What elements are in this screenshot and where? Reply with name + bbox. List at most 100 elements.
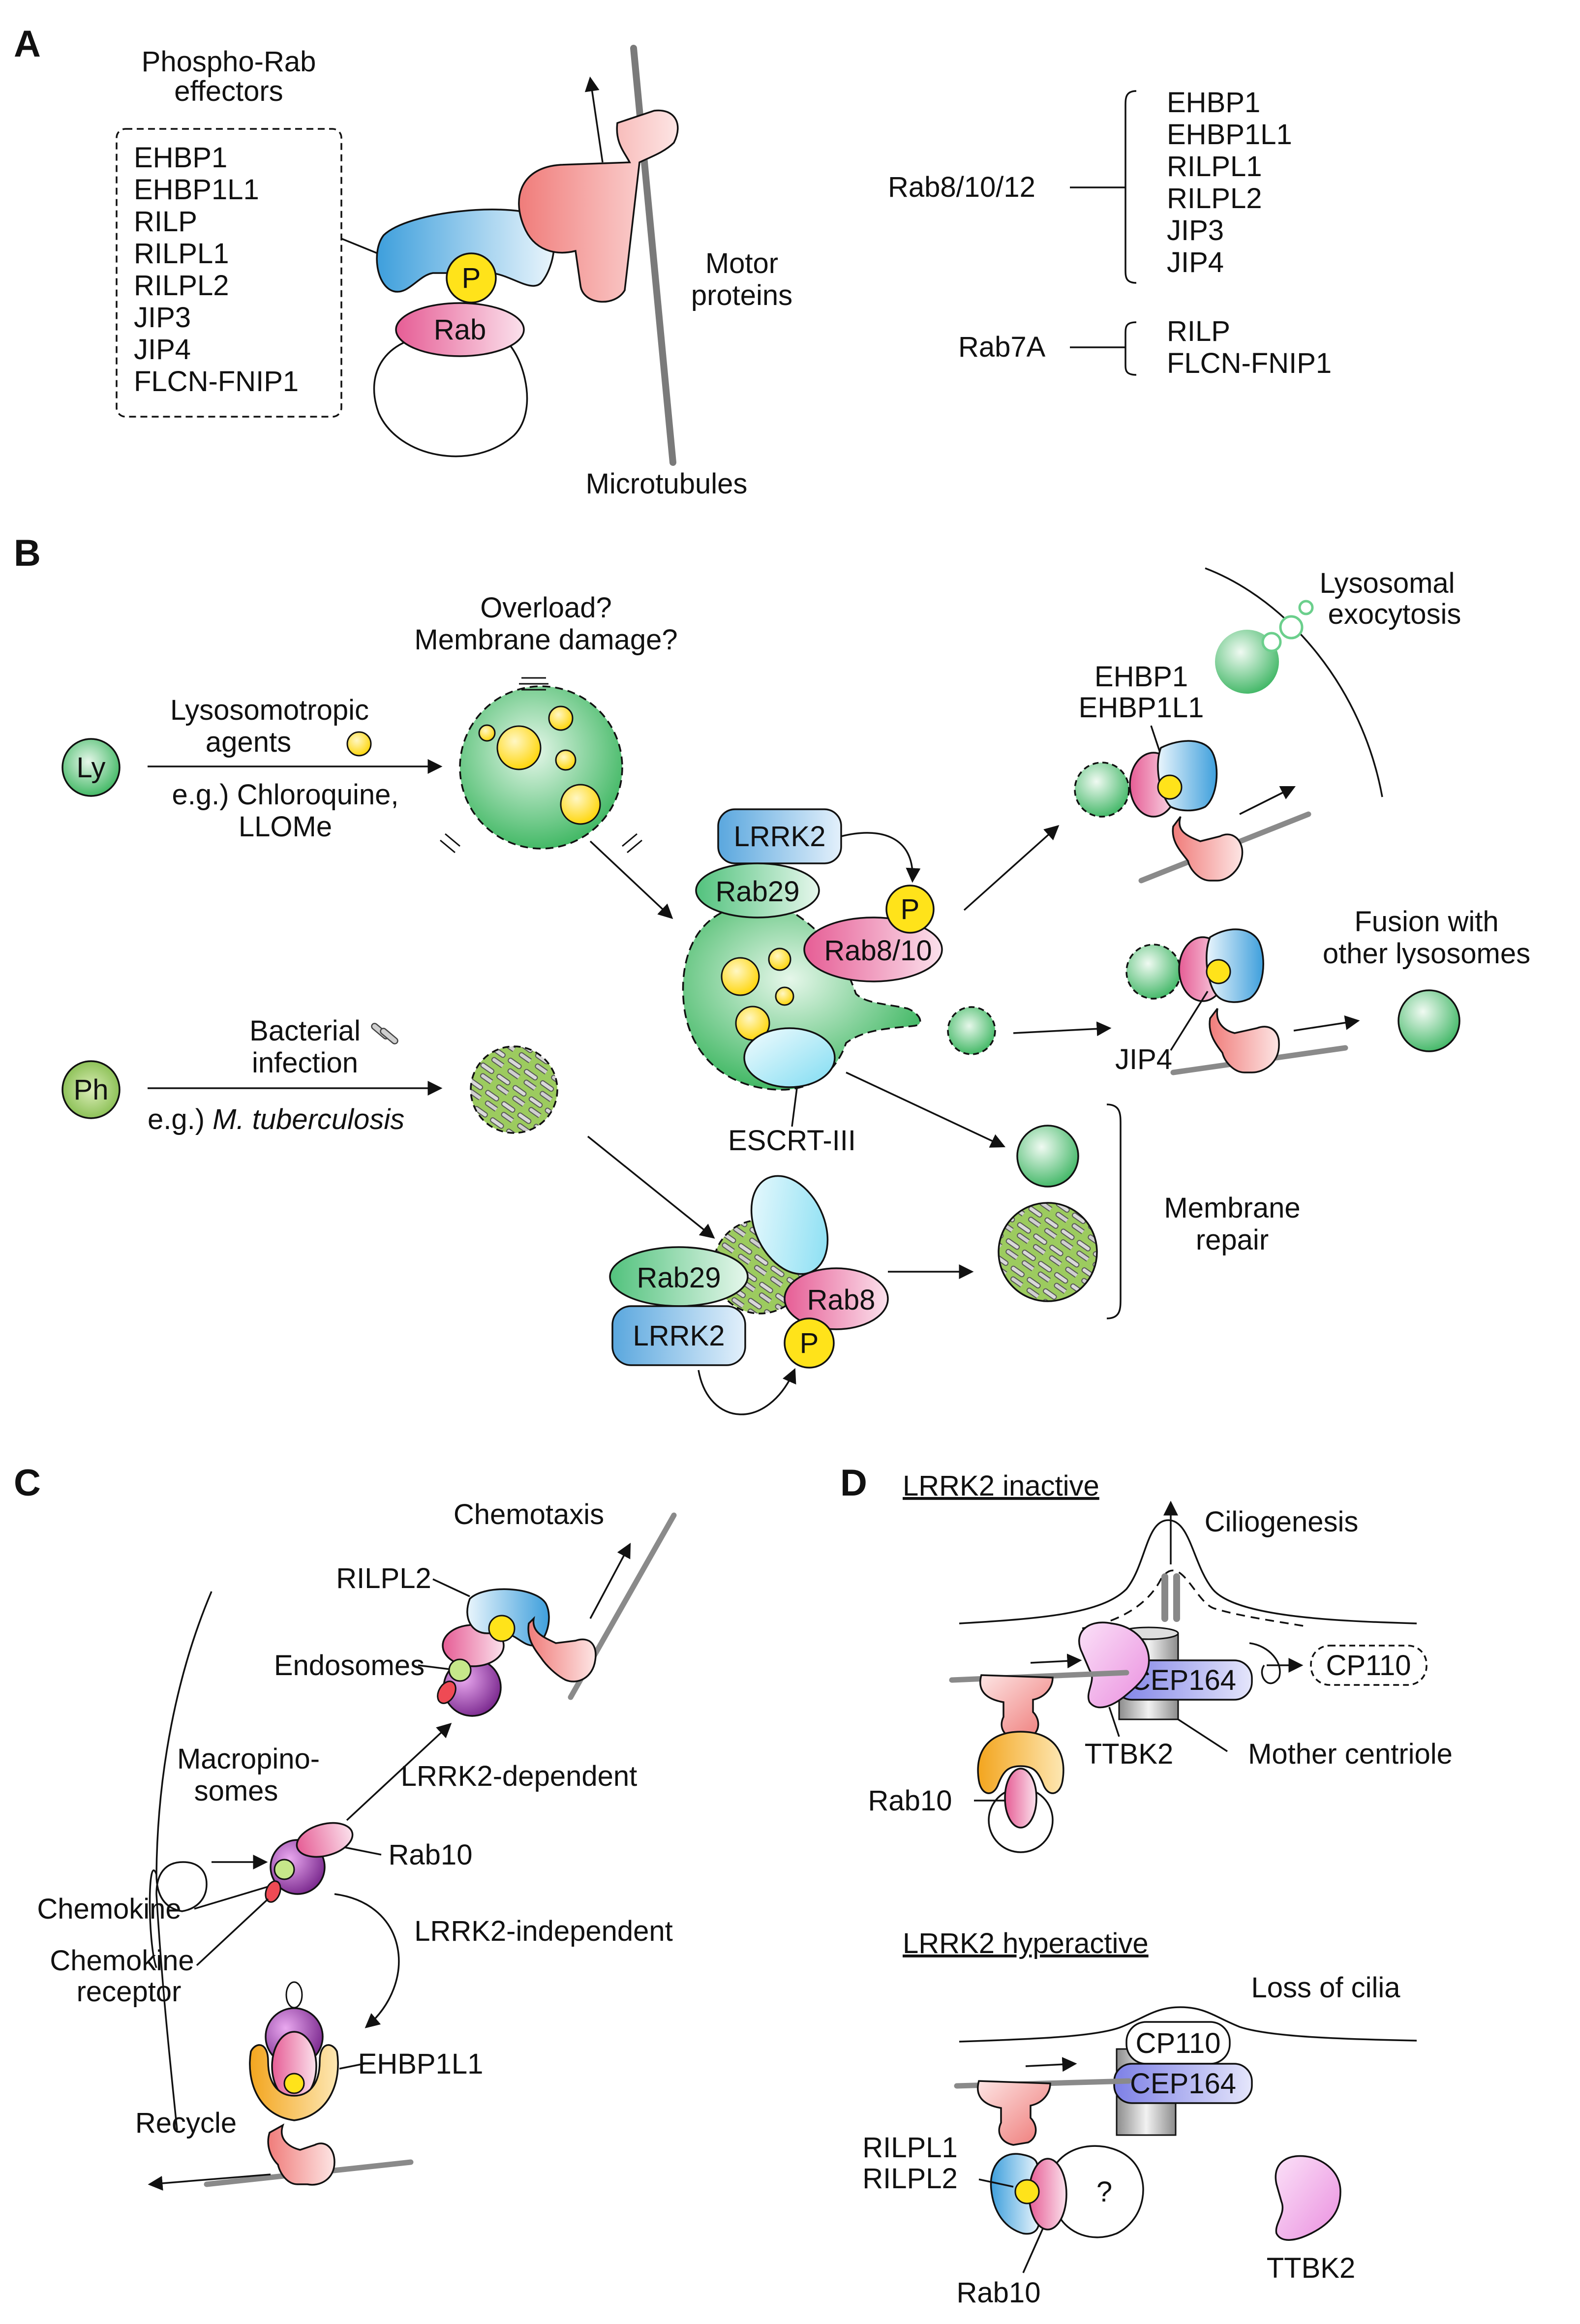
rab81012-item: RILPL2	[1167, 183, 1262, 214]
lrrk2-independent-arrow	[334, 1893, 400, 2028]
phosphate	[1157, 774, 1183, 800]
ttbk2-protein	[1078, 1621, 1150, 1709]
lyso-agents-line1: Lysosomotropic	[170, 694, 369, 726]
motor-protein	[1209, 1008, 1280, 1073]
lysosome-cargo	[548, 705, 574, 731]
rab81012-item: EHBP1	[1167, 87, 1260, 119]
rab29-label: Rab29	[637, 1262, 721, 1294]
damage-mark	[440, 833, 642, 854]
rilpl2-pointer	[432, 1578, 470, 1597]
lysosome-cargo	[478, 724, 496, 742]
rab-protein	[395, 302, 525, 357]
membrane-cup	[149, 1869, 157, 1968]
exocytosis-line2: exocytosis	[1328, 598, 1461, 630]
cp110-release-path	[1249, 1642, 1281, 1684]
transport-arrow	[1030, 1653, 1082, 1669]
rab81012-bracket	[1124, 90, 1137, 284]
ly-circle	[61, 738, 121, 797]
phosphate-label: P	[800, 1327, 819, 1359]
arrow-to-repair	[846, 1071, 1006, 1148]
chemokine-pointer	[194, 1886, 269, 1910]
overload-line2: Membrane damage?	[414, 624, 677, 656]
arrow-to-exocytosis	[963, 825, 1060, 911]
mother-centriole-pointer	[1178, 1718, 1228, 1752]
bacteria-containing-phagosome	[470, 1045, 558, 1134]
lysosome-cargo	[775, 986, 794, 1006]
plasma-membrane	[1205, 567, 1383, 797]
rab10-label: Rab10	[868, 1785, 952, 1817]
motor-direction-arrow	[1239, 786, 1296, 815]
chemotaxis-arrow	[589, 1543, 631, 1619]
rab7a-label: Rab7A	[958, 331, 1046, 363]
panel-c-letter: C	[14, 1462, 41, 1504]
repaired-phagosome	[998, 1202, 1098, 1302]
rab7a-bracket	[1124, 321, 1137, 376]
unknown-mark: ?	[1096, 2176, 1112, 2208]
rab7a-item: FLCN-FNIP1	[1167, 347, 1332, 379]
effector-item: EHBP1L1	[134, 174, 259, 206]
ttbk2-label: TTBK2	[1267, 2252, 1356, 2284]
panel-a-letter: A	[14, 23, 41, 65]
mother-centriole-label: Mother centriole	[1248, 1738, 1453, 1770]
rab10-protein	[296, 1822, 354, 1858]
repair-line1: Membrane	[1164, 1192, 1300, 1224]
motor-protein	[979, 1674, 1054, 1740]
repair-bracket	[1106, 1103, 1122, 1319]
receptor-line2: receptor	[77, 1976, 182, 2008]
damaged-lysosome	[459, 685, 623, 850]
rab10-protein	[1004, 1768, 1037, 1829]
lysosome-cargo	[560, 784, 601, 825]
lysosome-cargo	[555, 749, 577, 771]
ly-label: Ly	[76, 752, 105, 784]
effectors-title-line2: effectors	[174, 75, 283, 107]
eg-ph-prefix: e.g.)	[148, 1103, 213, 1135]
arrow-to-fusion	[1013, 1021, 1112, 1037]
phosphate	[446, 252, 497, 304]
eg-ph-species: M. tuberculosis	[213, 1103, 404, 1135]
chemokine-receptor	[265, 1880, 281, 1903]
fused-lysosome	[1398, 989, 1460, 1052]
rab10-label: Rab10	[957, 2277, 1041, 2309]
bacterial-line2: infection	[252, 1047, 358, 1079]
lrrk2-independent-label: LRRK2-independent	[414, 1915, 673, 1947]
phospho-rab-effector	[376, 209, 555, 293]
bacteria-icon	[371, 1023, 398, 1044]
eg-ph-text: e.g.) M. tuberculosis	[148, 1103, 404, 1135]
panel-a: A Phospho-Rab effectors EHBP1 EHBP1L1 RI…	[14, 23, 1332, 500]
plasma-membrane	[959, 2006, 1417, 2043]
motor-direction-arrow	[1293, 1015, 1360, 1032]
phosphate	[784, 1317, 835, 1369]
rab8-label: Rab8	[807, 1284, 876, 1316]
lysosome-cargo	[496, 725, 542, 770]
lysosome-fragment	[947, 1006, 996, 1055]
cp110-label: CP110	[1326, 1650, 1411, 1682]
ehbp-line2: EHBP1L1	[1079, 692, 1204, 724]
effector-item: RILPL1	[134, 238, 229, 270]
ehbp1l1-effector	[249, 2044, 339, 2121]
release-bubble	[1261, 632, 1282, 652]
lysosome	[1074, 762, 1130, 818]
microtubules-label: Microtubules	[586, 468, 748, 500]
ciliary-pocket	[1082, 1569, 1304, 1629]
macro-line1: Macropino-	[177, 1743, 320, 1775]
rab81012-item: JIP4	[1167, 246, 1224, 278]
rab81012-item: JIP3	[1167, 214, 1224, 246]
receptor-pointer	[196, 1898, 269, 1966]
escrt-iii-protein	[743, 1027, 836, 1088]
escrt-pointer	[791, 1088, 798, 1127]
chemokine	[448, 1658, 472, 1682]
loss-of-cilia-label: Loss of cilia	[1251, 1972, 1400, 2004]
lyso-agents-line2: agents	[206, 726, 291, 758]
phosphate-label: P	[901, 893, 920, 925]
repaired-lysosome	[1016, 1125, 1079, 1188]
agent-particle	[346, 731, 372, 757]
panel-d-letter: D	[840, 1462, 867, 1504]
jip4-label: JIP4	[1115, 1043, 1172, 1075]
release-bubble	[1298, 600, 1314, 615]
vesicle	[1052, 2145, 1144, 2238]
chemokine-receptor	[285, 1981, 303, 2009]
phosphate	[885, 885, 935, 934]
motor-label-line2: proteins	[691, 279, 792, 311]
rilpl-pointer	[978, 2178, 1014, 2188]
